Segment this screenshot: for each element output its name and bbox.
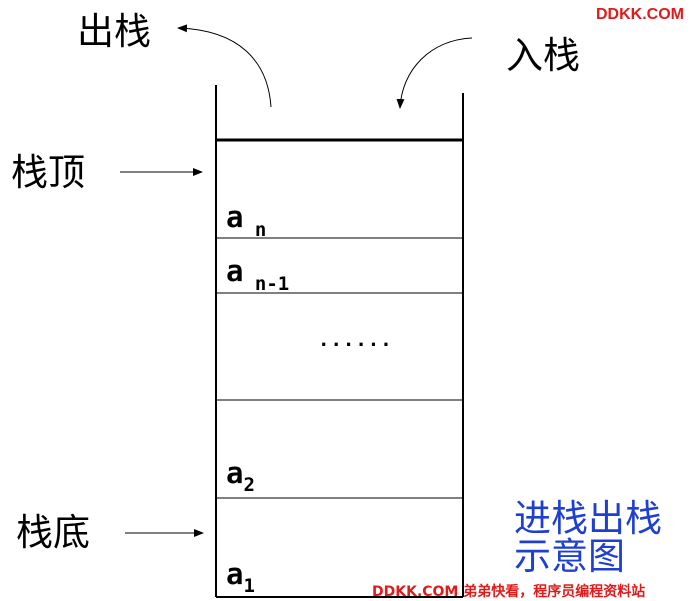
element-base: a [226,557,244,591]
stack-element-a1: a1 [226,557,255,596]
watermark-top: DDKK.COM [596,6,684,23]
watermark-bottom: DDKK.COM 弟弟快看，程序员编程资料站 [372,584,646,600]
element-base: a [226,200,244,234]
element-subscript: n-1 [243,273,290,295]
stack-bottom-label: 栈底 [16,511,90,554]
element-subscript: n [243,219,267,241]
caption-line-2: 示意图 [514,534,625,578]
push-label: 入栈 [506,34,580,77]
caption-line-1: 进栈出栈 [514,497,662,540]
ellipsis-dots: ...... [318,329,393,351]
element-base: a [226,254,244,288]
pop-arrow [177,24,272,108]
pop-label: 出栈 [77,10,151,53]
diagram-caption: 进栈出栈 示意图 [514,500,662,575]
stack-element-a2: a2 [226,456,255,495]
element-subscript: 1 [243,575,255,597]
stack-element-an-1: a n-1 [226,254,289,294]
element-subscript: 2 [243,474,255,496]
stack-top-label: 栈顶 [11,151,85,194]
stack-element-an: a n [226,200,266,240]
push-arrow [396,37,473,109]
stack-ellipsis: ...... [318,331,393,350]
element-base: a [226,456,244,490]
